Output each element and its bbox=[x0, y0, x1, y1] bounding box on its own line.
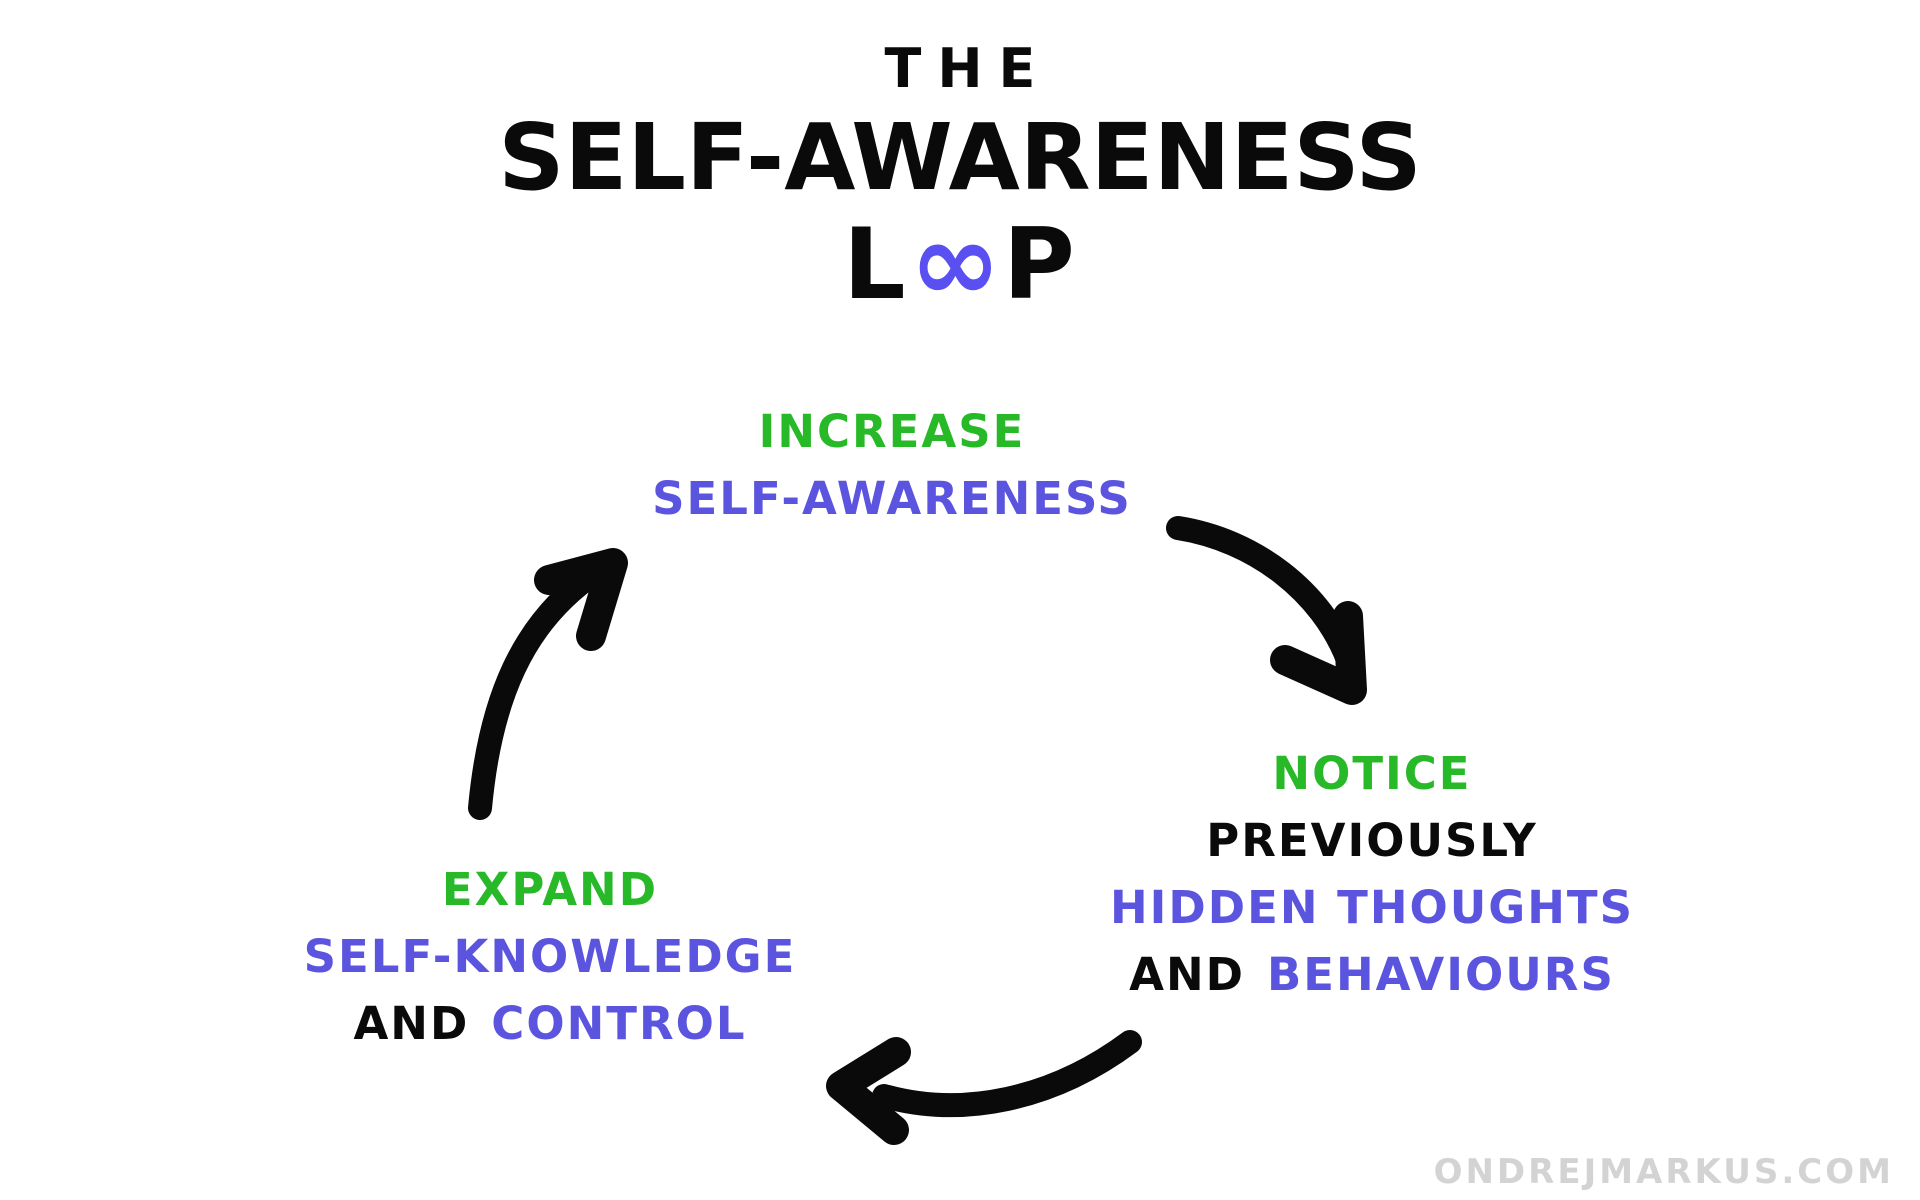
node-expand-line1: EXPAND bbox=[441, 863, 659, 916]
node-expand-line2: SELF-KNOWLEDGE bbox=[303, 930, 797, 983]
node-notice-line3: HIDDEN THOUGHTS bbox=[1109, 881, 1635, 934]
infinity-icon: ∞ bbox=[909, 198, 1002, 326]
curved-arrow-expand-to-increase-icon bbox=[468, 548, 628, 820]
node-notice-line1: NOTICE bbox=[1272, 747, 1472, 800]
node-notice-line4-and: AND bbox=[1129, 948, 1245, 1001]
node-expand-line3-control: CONTROL bbox=[491, 997, 747, 1050]
watermark-ondrejmarkus: ONDREJMARKUS.COM bbox=[1433, 1152, 1894, 1192]
title-line-loop: L∞P bbox=[0, 207, 1920, 317]
title-line-the: THE bbox=[884, 37, 1052, 100]
node-expand-self-knowledge: EXPAND SELF-KNOWLEDGE AND CONTROL bbox=[304, 856, 797, 1057]
title-line-self-awareness: SELF-AWARENESS bbox=[498, 104, 1422, 211]
node-notice-hidden-thoughts: NOTICE PREVIOUSLY HIDDEN THOUGHTS AND BEH… bbox=[1110, 740, 1634, 1008]
node-expand-line3-and: AND bbox=[353, 997, 470, 1050]
node-increase-line2: SELF-AWARENESS bbox=[652, 472, 1132, 525]
node-notice-line2: PREVIOUSLY bbox=[1206, 814, 1538, 867]
loop-letter-l: L bbox=[843, 208, 908, 322]
node-increase-self-awareness: INCREASE SELF-AWARENESS bbox=[652, 398, 1132, 532]
node-increase-line1: INCREASE bbox=[758, 405, 1026, 458]
curved-arrow-increase-to-notice-icon bbox=[1166, 516, 1367, 705]
node-expand-line3: AND CONTROL bbox=[304, 990, 797, 1057]
node-notice-line4-behaviours: BEHAVIOURS bbox=[1266, 948, 1615, 1001]
curved-arrow-notice-to-expand-icon bbox=[826, 1030, 1142, 1145]
loop-letter-p: P bbox=[1003, 208, 1077, 322]
node-notice-line4: AND BEHAVIOURS bbox=[1110, 941, 1634, 1008]
diagram-title: THE SELF-AWARENESS L∞P bbox=[0, 34, 1920, 317]
